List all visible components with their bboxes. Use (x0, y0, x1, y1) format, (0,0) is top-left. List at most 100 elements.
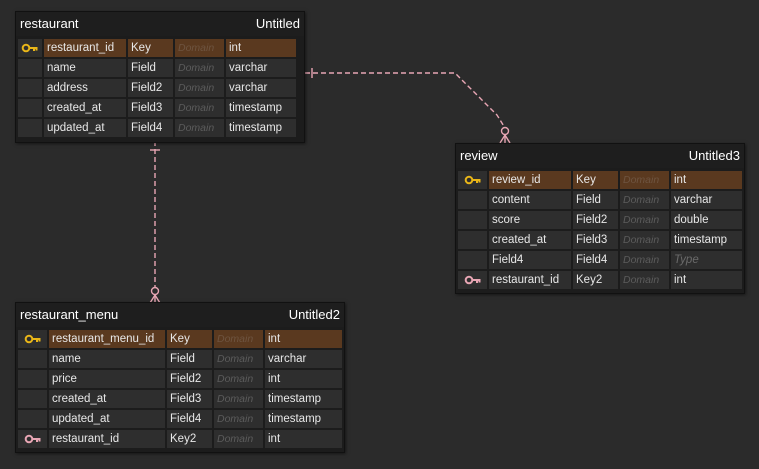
column-name[interactable]: score (489, 211, 571, 229)
field-name[interactable]: Field (128, 59, 173, 77)
column-name[interactable]: created_at (44, 99, 126, 117)
column-name[interactable]: updated_at (44, 119, 126, 137)
data-type[interactable]: int (265, 430, 342, 448)
column-name[interactable]: review_id (489, 171, 571, 189)
domain-placeholder[interactable]: Domain (175, 119, 224, 137)
data-type[interactable]: int (265, 330, 342, 348)
field-name[interactable]: Key2 (167, 430, 212, 448)
data-type[interactable]: timestamp (226, 99, 296, 117)
column-name[interactable]: created_at (489, 231, 571, 249)
field-name[interactable]: Field3 (128, 99, 173, 117)
entity-restaurant-menu[interactable]: restaurant_menu Untitled2 restaurant_men… (15, 302, 345, 453)
column-key-cell (458, 211, 487, 229)
column-key-cell (18, 39, 42, 57)
data-type[interactable]: timestamp (265, 410, 342, 428)
entity-header[interactable]: review Untitled3 (456, 144, 744, 168)
entity-header[interactable]: restaurant Untitled (16, 12, 304, 36)
domain-placeholder[interactable]: Domain (620, 171, 669, 189)
column-name[interactable]: restaurant_id (44, 39, 126, 57)
relationship-restaurant-review[interactable] (305, 68, 511, 144)
field-name[interactable]: Field4 (128, 119, 173, 137)
domain-placeholder[interactable]: Domain (620, 251, 669, 269)
field-name[interactable]: Field2 (167, 370, 212, 388)
data-type[interactable]: double (671, 211, 742, 229)
data-type[interactable]: varchar (226, 79, 296, 97)
data-type[interactable]: varchar (265, 350, 342, 368)
column-name[interactable]: restaurant_id (49, 430, 165, 448)
column-name[interactable]: restaurant_id (489, 271, 571, 289)
domain-placeholder[interactable]: Domain (620, 191, 669, 209)
column-key-cell (18, 350, 47, 368)
field-name[interactable]: Key (128, 39, 173, 57)
domain-placeholder[interactable]: Domain (214, 330, 263, 348)
field-name[interactable]: Field2 (573, 211, 618, 229)
domain-placeholder[interactable]: Domain (214, 430, 263, 448)
column-key-cell (18, 330, 47, 348)
data-type[interactable]: int (671, 171, 742, 189)
column-name[interactable]: name (49, 350, 165, 368)
data-type[interactable]: int (265, 370, 342, 388)
relationship-restaurant-menu[interactable] (149, 141, 161, 304)
domain-placeholder[interactable]: Domain (214, 390, 263, 408)
data-type[interactable]: timestamp (671, 231, 742, 249)
data-type[interactable]: int (671, 271, 742, 289)
domain-placeholder[interactable]: Domain (175, 99, 224, 117)
domain-placeholder[interactable]: Domain (175, 39, 224, 57)
field-name[interactable]: Field3 (573, 231, 618, 249)
domain-placeholder[interactable]: Domain (620, 211, 669, 229)
field-name[interactable]: Field2 (128, 79, 173, 97)
data-type[interactable]: timestamp (226, 119, 296, 137)
domain-placeholder[interactable]: Domain (620, 231, 669, 249)
field-name[interactable]: Field (167, 350, 212, 368)
column-name[interactable]: Field4 (489, 251, 571, 269)
field-name[interactable]: Key2 (573, 271, 618, 289)
field-name[interactable]: Field4 (573, 251, 618, 269)
field-name[interactable]: Field4 (167, 410, 212, 428)
domain-placeholder[interactable]: Domain (214, 370, 263, 388)
column-name[interactable]: created_at (49, 390, 165, 408)
entity-header[interactable]: restaurant_menu Untitled2 (16, 303, 344, 327)
column-name[interactable]: price (49, 370, 165, 388)
domain-placeholder[interactable]: Domain (175, 79, 224, 97)
entity-name: restaurant_menu (20, 307, 119, 322)
domain-placeholder[interactable]: Domain (175, 59, 224, 77)
data-type[interactable]: int (226, 39, 296, 57)
data-type[interactable]: varchar (226, 59, 296, 77)
field-name[interactable]: Key (573, 171, 618, 189)
field-name[interactable]: Field3 (167, 390, 212, 408)
data-type[interactable]: Type (671, 251, 742, 269)
column-name[interactable]: updated_at (49, 410, 165, 428)
field-name[interactable]: Key (167, 330, 212, 348)
data-type[interactable]: timestamp (265, 390, 342, 408)
column-name[interactable]: content (489, 191, 571, 209)
data-type[interactable]: varchar (671, 191, 742, 209)
field-name[interactable]: Field (573, 191, 618, 209)
domain-placeholder[interactable]: Domain (214, 350, 263, 368)
domain-placeholder[interactable]: Domain (214, 410, 263, 428)
column-name[interactable]: address (44, 79, 126, 97)
column-name[interactable]: name (44, 59, 126, 77)
domain-placeholder[interactable]: Domain (620, 271, 669, 289)
column-name[interactable]: restaurant_menu_id (49, 330, 165, 348)
